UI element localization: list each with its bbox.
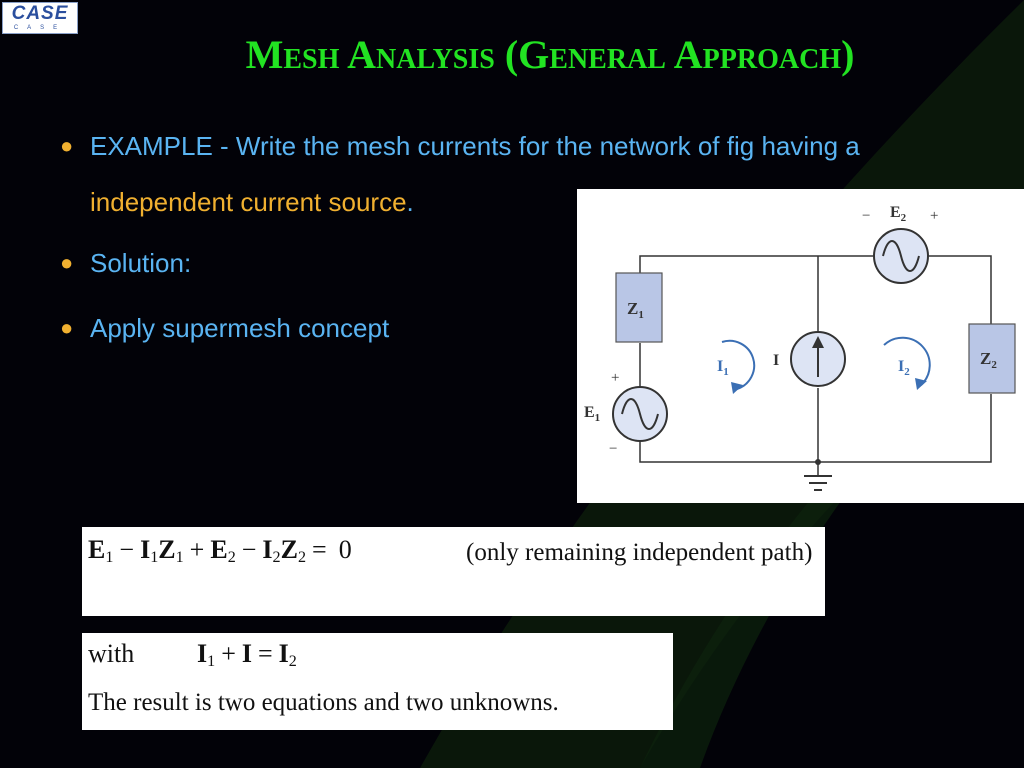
equation-box-2: with I1+I=I2 The result is two equations… (82, 633, 673, 730)
z2-label: Z2 (980, 349, 997, 371)
example-suffix: . (406, 187, 414, 217)
equation-note: (only remaining independent path) (466, 539, 813, 566)
e2-minus: − (862, 208, 870, 224)
e2-plus: + (930, 208, 938, 224)
e1-minus: − (609, 441, 617, 457)
z1-resistor (615, 272, 663, 343)
ground-icon (804, 475, 832, 491)
i2-label: I2 (898, 358, 910, 378)
solution-text: Solution: (90, 248, 192, 278)
junction-dot (815, 459, 821, 465)
bullet-dot-icon: ● (60, 133, 74, 158)
kvl-equation: E1−I1Z1+E2−I2Z2=0 (88, 535, 352, 567)
e1-plus: + (611, 370, 619, 386)
z2-resistor (968, 323, 1016, 394)
constraint-equation: I1+I=I2 (197, 639, 297, 671)
example-highlight: independent current source (90, 187, 407, 217)
apply-text: Apply supermesh concept (90, 313, 390, 343)
logo-subtext: CASE (13, 25, 67, 31)
bullet-dot-icon: ● (60, 250, 74, 275)
e2-label: E2 (890, 204, 907, 224)
case-logo: CASE CASE (2, 2, 78, 34)
circuit-svg: Z1 Z2 + − E1 E2 − + I I1 I2 (584, 204, 1016, 491)
circuit-diagram: Z1 Z2 + − E1 E2 − + I I1 I2 (577, 189, 1024, 503)
i1-label: I1 (717, 358, 729, 378)
i1-loop-arrow-icon (721, 339, 756, 390)
bullet-dot-icon: ● (60, 315, 74, 340)
logo-text: CASE (11, 3, 69, 24)
i2-loop-arrow-icon (883, 336, 931, 386)
current-source-label: I (773, 352, 779, 369)
slide-title: Mesh Analysis (General Approach) (245, 32, 855, 77)
result-text: The result is two equations and two unkn… (88, 689, 559, 716)
e1-label: E1 (584, 404, 600, 424)
with-label: with (88, 639, 135, 668)
z1-label: Z1 (627, 299, 644, 321)
example-prefix: EXAMPLE - Write the mesh currents for th… (90, 131, 860, 161)
equation-box-1: E1−I1Z1+E2−I2Z2=0 (only remaining indepe… (82, 527, 825, 616)
example-text: EXAMPLE - Write the mesh currents for th… (90, 118, 1000, 230)
